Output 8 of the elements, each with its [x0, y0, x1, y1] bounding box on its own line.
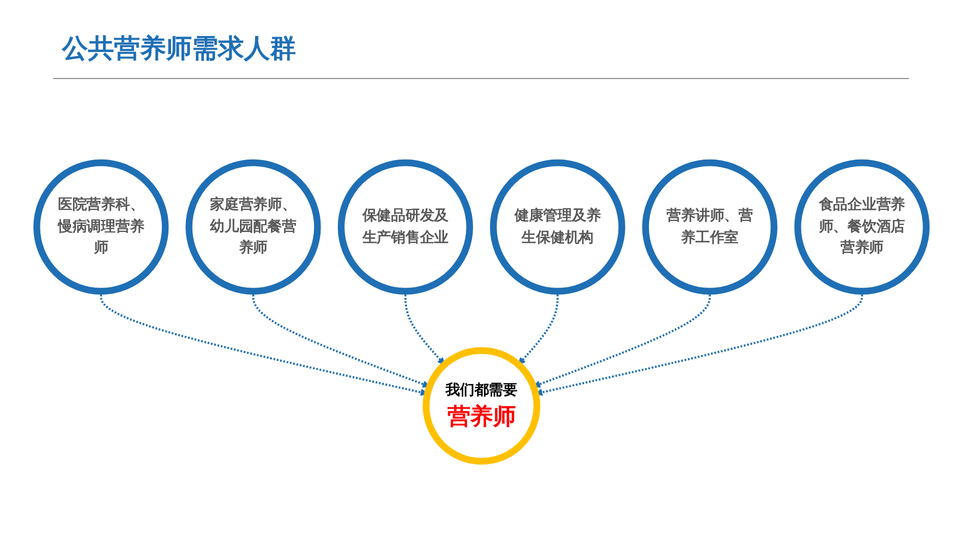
node-circle: 医院营养科、慢病调理营养师: [33, 159, 169, 295]
node-circle: 保健品研发及生产销售企业: [338, 159, 474, 295]
node-circle: 家庭营养师、幼儿园配餐营养师: [186, 159, 321, 295]
node-circle: 健康管理及养生保健机构: [490, 159, 626, 295]
node-circle: 食品企业营养师、餐饮酒店营养师: [794, 159, 930, 295]
node-circle: 营养讲师、营养工作室: [642, 159, 778, 295]
title: 公共营养师需求人群: [62, 34, 296, 66]
node-circle: 我们都需要 营养师: [422, 347, 540, 465]
